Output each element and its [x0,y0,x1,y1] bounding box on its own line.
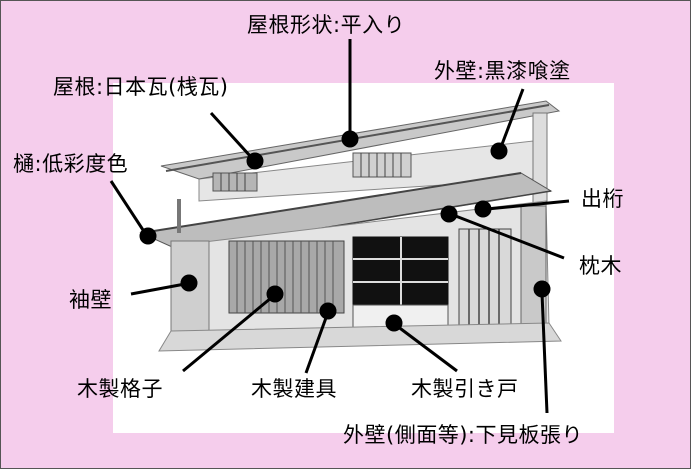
label-degeta: 出桁 [581,187,624,211]
machiya-illustration [139,100,562,352]
callout-dot-roof-shape [341,130,359,148]
callout-dot-makuragi [440,205,458,223]
callout-dot-outer-wall-side [533,280,551,298]
label-outer-wall: 外壁:黒漆喰塗 [434,59,571,83]
label-gutter: 樋:低彩度色 [13,152,129,176]
callout-dot-outer-wall [490,142,508,160]
callout-dot-degeta [474,200,492,218]
callout-dot-gutter [139,227,157,245]
callout-dot-wood-fittings [319,302,337,320]
label-sodekabe: 袖壁 [69,288,112,312]
callout-dot-roof [246,152,264,170]
label-outer-wall-side: 外壁(側面等):下見板張り [343,423,583,447]
label-makuragi: 枕木 [579,254,622,278]
label-wood-lattice: 木製格子 [77,377,163,401]
label-roof-shape: 屋根形状:平入り [247,13,406,37]
label-wood-fittings: 木製建具 [251,377,337,401]
callout-dot-wood-lattice [266,285,284,303]
label-roof: 屋根:日本瓦(桟瓦) [53,75,229,99]
callout-dot-sodekabe [180,274,198,292]
callout-dot-wood-sliding-door [385,314,403,332]
label-wood-sliding-door: 木製引き戸 [411,377,519,401]
